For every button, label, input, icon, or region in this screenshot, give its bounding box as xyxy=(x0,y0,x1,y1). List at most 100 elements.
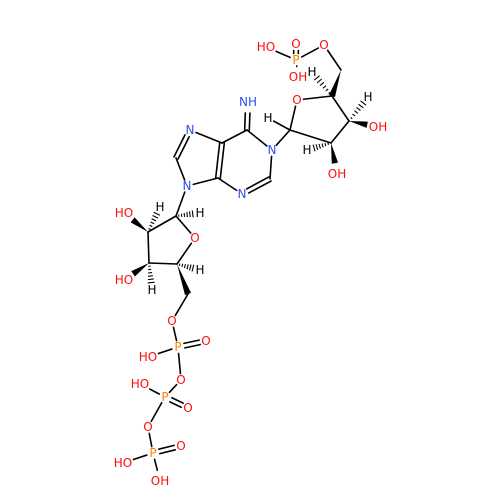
atom-label-o-a51: O xyxy=(176,439,185,453)
bond-a28-a33 xyxy=(175,215,192,234)
bond-a21-a22-double xyxy=(248,180,272,194)
bond-a37-a38-hash-stroke xyxy=(181,263,184,268)
bond-a30-a32-hash-stroke xyxy=(151,218,157,222)
bond-a19-a20-double xyxy=(243,112,247,131)
bond-a10-a12-wedge xyxy=(349,121,368,128)
atom-label-n-a27: N xyxy=(183,179,192,193)
atom-label-o-a5: OH xyxy=(289,70,307,84)
bond-a10-a13 xyxy=(330,120,350,144)
bond-a10-a11-hash-stroke xyxy=(356,107,361,111)
bond-a28-a29-hash-stroke xyxy=(189,211,191,218)
bond-a7-a10 xyxy=(331,95,350,122)
atom-label-h-a38: H xyxy=(195,263,204,277)
bond-a34-a37 xyxy=(148,262,178,265)
bond-a27-a28 xyxy=(175,191,186,217)
bond-a30-a32-hash-stroke xyxy=(149,224,153,228)
bond-a30-a32-hash-stroke xyxy=(153,211,161,216)
bond-a13-a14-hash-stroke xyxy=(312,144,316,152)
bond-a18-a21 xyxy=(269,155,273,180)
atom-label-h-a8: H xyxy=(307,65,316,79)
bond-a16-a17 xyxy=(272,120,291,131)
bond-a7-a8-hash-stroke xyxy=(316,78,323,84)
atom-label-o-a4: HO xyxy=(257,40,275,54)
bond-a16-a9 xyxy=(289,105,297,131)
bond-a37-a33 xyxy=(176,242,193,265)
bond-a3-a6 xyxy=(326,49,342,71)
bond-a41-a42 xyxy=(157,348,173,355)
bond-a13-a14-hash-stroke xyxy=(321,143,324,148)
atom-label-o-a48: O xyxy=(143,420,152,434)
atom-label-n-a18: N xyxy=(268,143,277,157)
atom-label-o-a35: HO xyxy=(115,273,133,287)
bond-a26-a27 xyxy=(175,157,186,181)
atom-label-o-a31: HO xyxy=(115,206,133,220)
atom-label-o-a3: O xyxy=(319,38,328,52)
bond-a37-a38-hash-stroke xyxy=(178,263,181,266)
bond-a28-a29-hash-stroke xyxy=(183,212,186,218)
bond-a13-a14-hash-stroke xyxy=(327,142,330,146)
bond-a7-a8-hash xyxy=(313,75,331,95)
bond-a16-a18 xyxy=(275,129,291,146)
bond-a10-a11-hash-stroke xyxy=(352,113,356,117)
bond-a22-a23 xyxy=(217,177,238,192)
bond-layer xyxy=(130,47,368,472)
bond-a37-a38-hash-stroke xyxy=(188,264,192,271)
bond-a18-a19 xyxy=(246,129,268,147)
bond-a30-a31-wedge xyxy=(130,217,148,232)
bond-a7-a8-hash-stroke xyxy=(328,91,331,95)
bond-a10-a11-hash xyxy=(350,100,367,120)
bond-a41-a44 xyxy=(177,352,182,375)
bond-a23-a24-double xyxy=(219,142,226,180)
atom-label-o-a40: O xyxy=(167,314,176,328)
bond-a30-a32-hash-stroke xyxy=(150,221,155,225)
bond-a2-a3 xyxy=(300,47,320,58)
bond-a34-a36-hash-stroke xyxy=(147,275,153,277)
atom-label-h-a36: H xyxy=(147,283,156,297)
atom-label-o-a42: HO xyxy=(139,350,157,364)
bond-a30-a32-hash-stroke xyxy=(148,228,151,230)
atom-label-o-a44: O xyxy=(176,373,185,387)
bond-a37-a38-hash-stroke xyxy=(183,263,187,269)
bond-a48-a49 xyxy=(148,432,153,448)
atom-label-h-a32: H xyxy=(155,200,164,214)
bond-a2-a4 xyxy=(275,50,291,59)
atom-label-n-a25: N xyxy=(186,123,195,137)
bond-a30-a32-hash xyxy=(148,211,161,230)
bond-a19-a20-double xyxy=(248,112,251,131)
atom-label-h-a14: H xyxy=(302,143,311,157)
bond-a37-a38-hash-stroke xyxy=(191,264,195,272)
bond-a7-a9 xyxy=(302,95,333,101)
bond-a25-a26-double xyxy=(177,136,190,160)
bond-a45-a48 xyxy=(150,401,163,423)
bond-a7-a8-hash-stroke xyxy=(319,81,325,86)
bond-a30-a34 xyxy=(147,231,150,264)
bond-a10-a11-hash-stroke xyxy=(350,116,353,120)
atom-label-o-a1: O xyxy=(291,37,300,51)
bond-a7-a8-hash-stroke xyxy=(313,75,320,81)
bond-a28-a29-hash-stroke xyxy=(186,212,188,218)
bond-a40-a41 xyxy=(172,326,178,342)
bond-a49-a51-double xyxy=(159,449,177,455)
bond-a6-a7-wedge xyxy=(328,70,341,98)
bond-a49-a52 xyxy=(153,458,159,472)
bond-a45-a47-double xyxy=(171,396,184,404)
bond-a49-a50 xyxy=(132,454,148,461)
bond-a41-a43-double xyxy=(183,339,200,345)
bond-a30-a32-hash-stroke xyxy=(152,215,159,219)
bond-a23-a24-double xyxy=(214,141,221,179)
atom-label-p-a2: P xyxy=(292,53,299,67)
atom-label-o-a52: OH xyxy=(151,474,169,488)
bond-a13-a16 xyxy=(289,129,332,144)
bond-a13-a14-hash-stroke xyxy=(318,143,321,149)
atom-label-n-a22: N xyxy=(238,187,247,201)
bond-a44-a45 xyxy=(168,383,178,394)
bond-a7-a8-hash-stroke xyxy=(322,85,327,89)
bond-a24-a19 xyxy=(221,129,248,144)
atom-label-o-a50: HO xyxy=(114,456,132,470)
bond-a39-a40 xyxy=(174,293,189,317)
bond-a25-a26-double xyxy=(173,133,186,158)
bond-a13-a14-hash xyxy=(312,142,330,152)
atom-label-p-a45: P xyxy=(161,390,168,404)
